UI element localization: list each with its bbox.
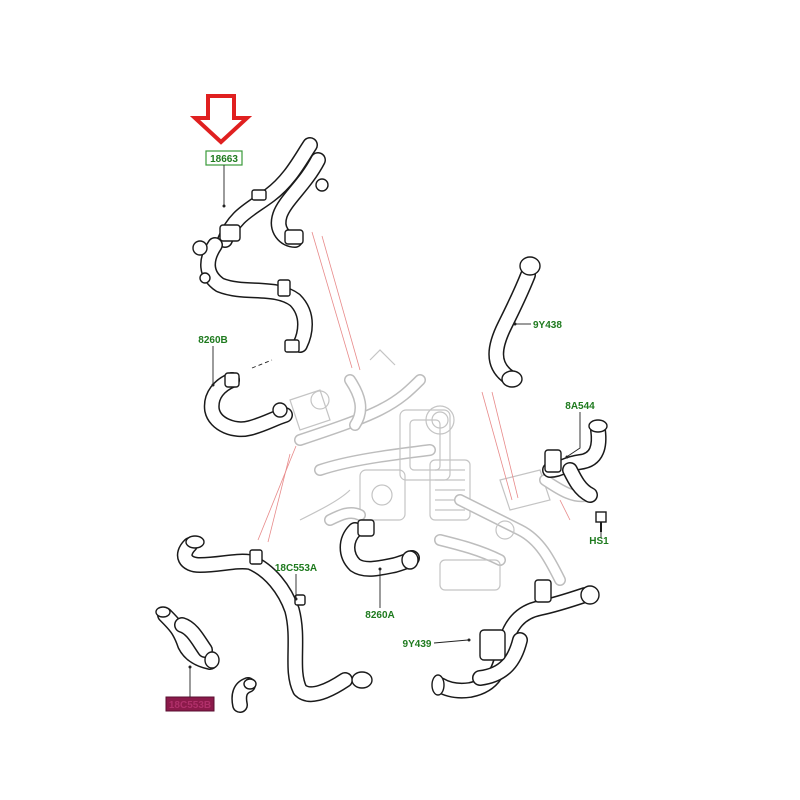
hose-9y438[interactable]	[488, 256, 541, 388]
callout-18663[interactable]: 18663	[205, 150, 243, 208]
callout-8260b[interactable]: 8260B	[198, 335, 228, 387]
callout-label-8260a: 8260A	[365, 610, 394, 621]
callout-label-9y438: 9Y438	[533, 320, 562, 331]
callout-label-8260b: 8260B	[198, 335, 227, 346]
hose-18c553b[interactable]	[155, 606, 257, 713]
callout-18c553a[interactable]: 18C553A	[275, 563, 317, 601]
hose-8a544[interactable]	[542, 419, 608, 503]
bolt-hs1[interactable]	[595, 511, 607, 538]
hose-18c553a[interactable]	[176, 535, 373, 703]
callout-label-18c553a: 18C553A	[275, 563, 317, 574]
callout-label-9y439: 9Y439	[403, 639, 432, 650]
reference-lines	[257, 231, 571, 543]
callout-8a544[interactable]: 8A544	[565, 401, 595, 459]
callout-9y439[interactable]: 9Y439	[403, 638, 471, 651]
hose-9y439[interactable]	[431, 579, 600, 699]
callout-18c553b[interactable]: 18C553B	[165, 665, 215, 712]
hose-8260a[interactable]	[339, 519, 420, 577]
callout-label-hs1: HS1	[589, 536, 609, 547]
callout-label-18c553b: 18C553B	[169, 700, 211, 711]
hose-8260b[interactable]	[203, 359, 293, 437]
callout-hs1[interactable]: HS1	[589, 536, 609, 547]
hose-18663[interactable]	[192, 137, 329, 353]
callout-9y438[interactable]: 9Y438	[513, 320, 563, 331]
callout-label-8a544: 8A544	[565, 401, 595, 412]
down-arrow-icon	[189, 94, 253, 145]
engine-assembly-background	[289, 349, 596, 591]
callout-label-18663: 18663	[210, 154, 238, 165]
callout-8260a[interactable]: 8260A	[365, 567, 395, 622]
